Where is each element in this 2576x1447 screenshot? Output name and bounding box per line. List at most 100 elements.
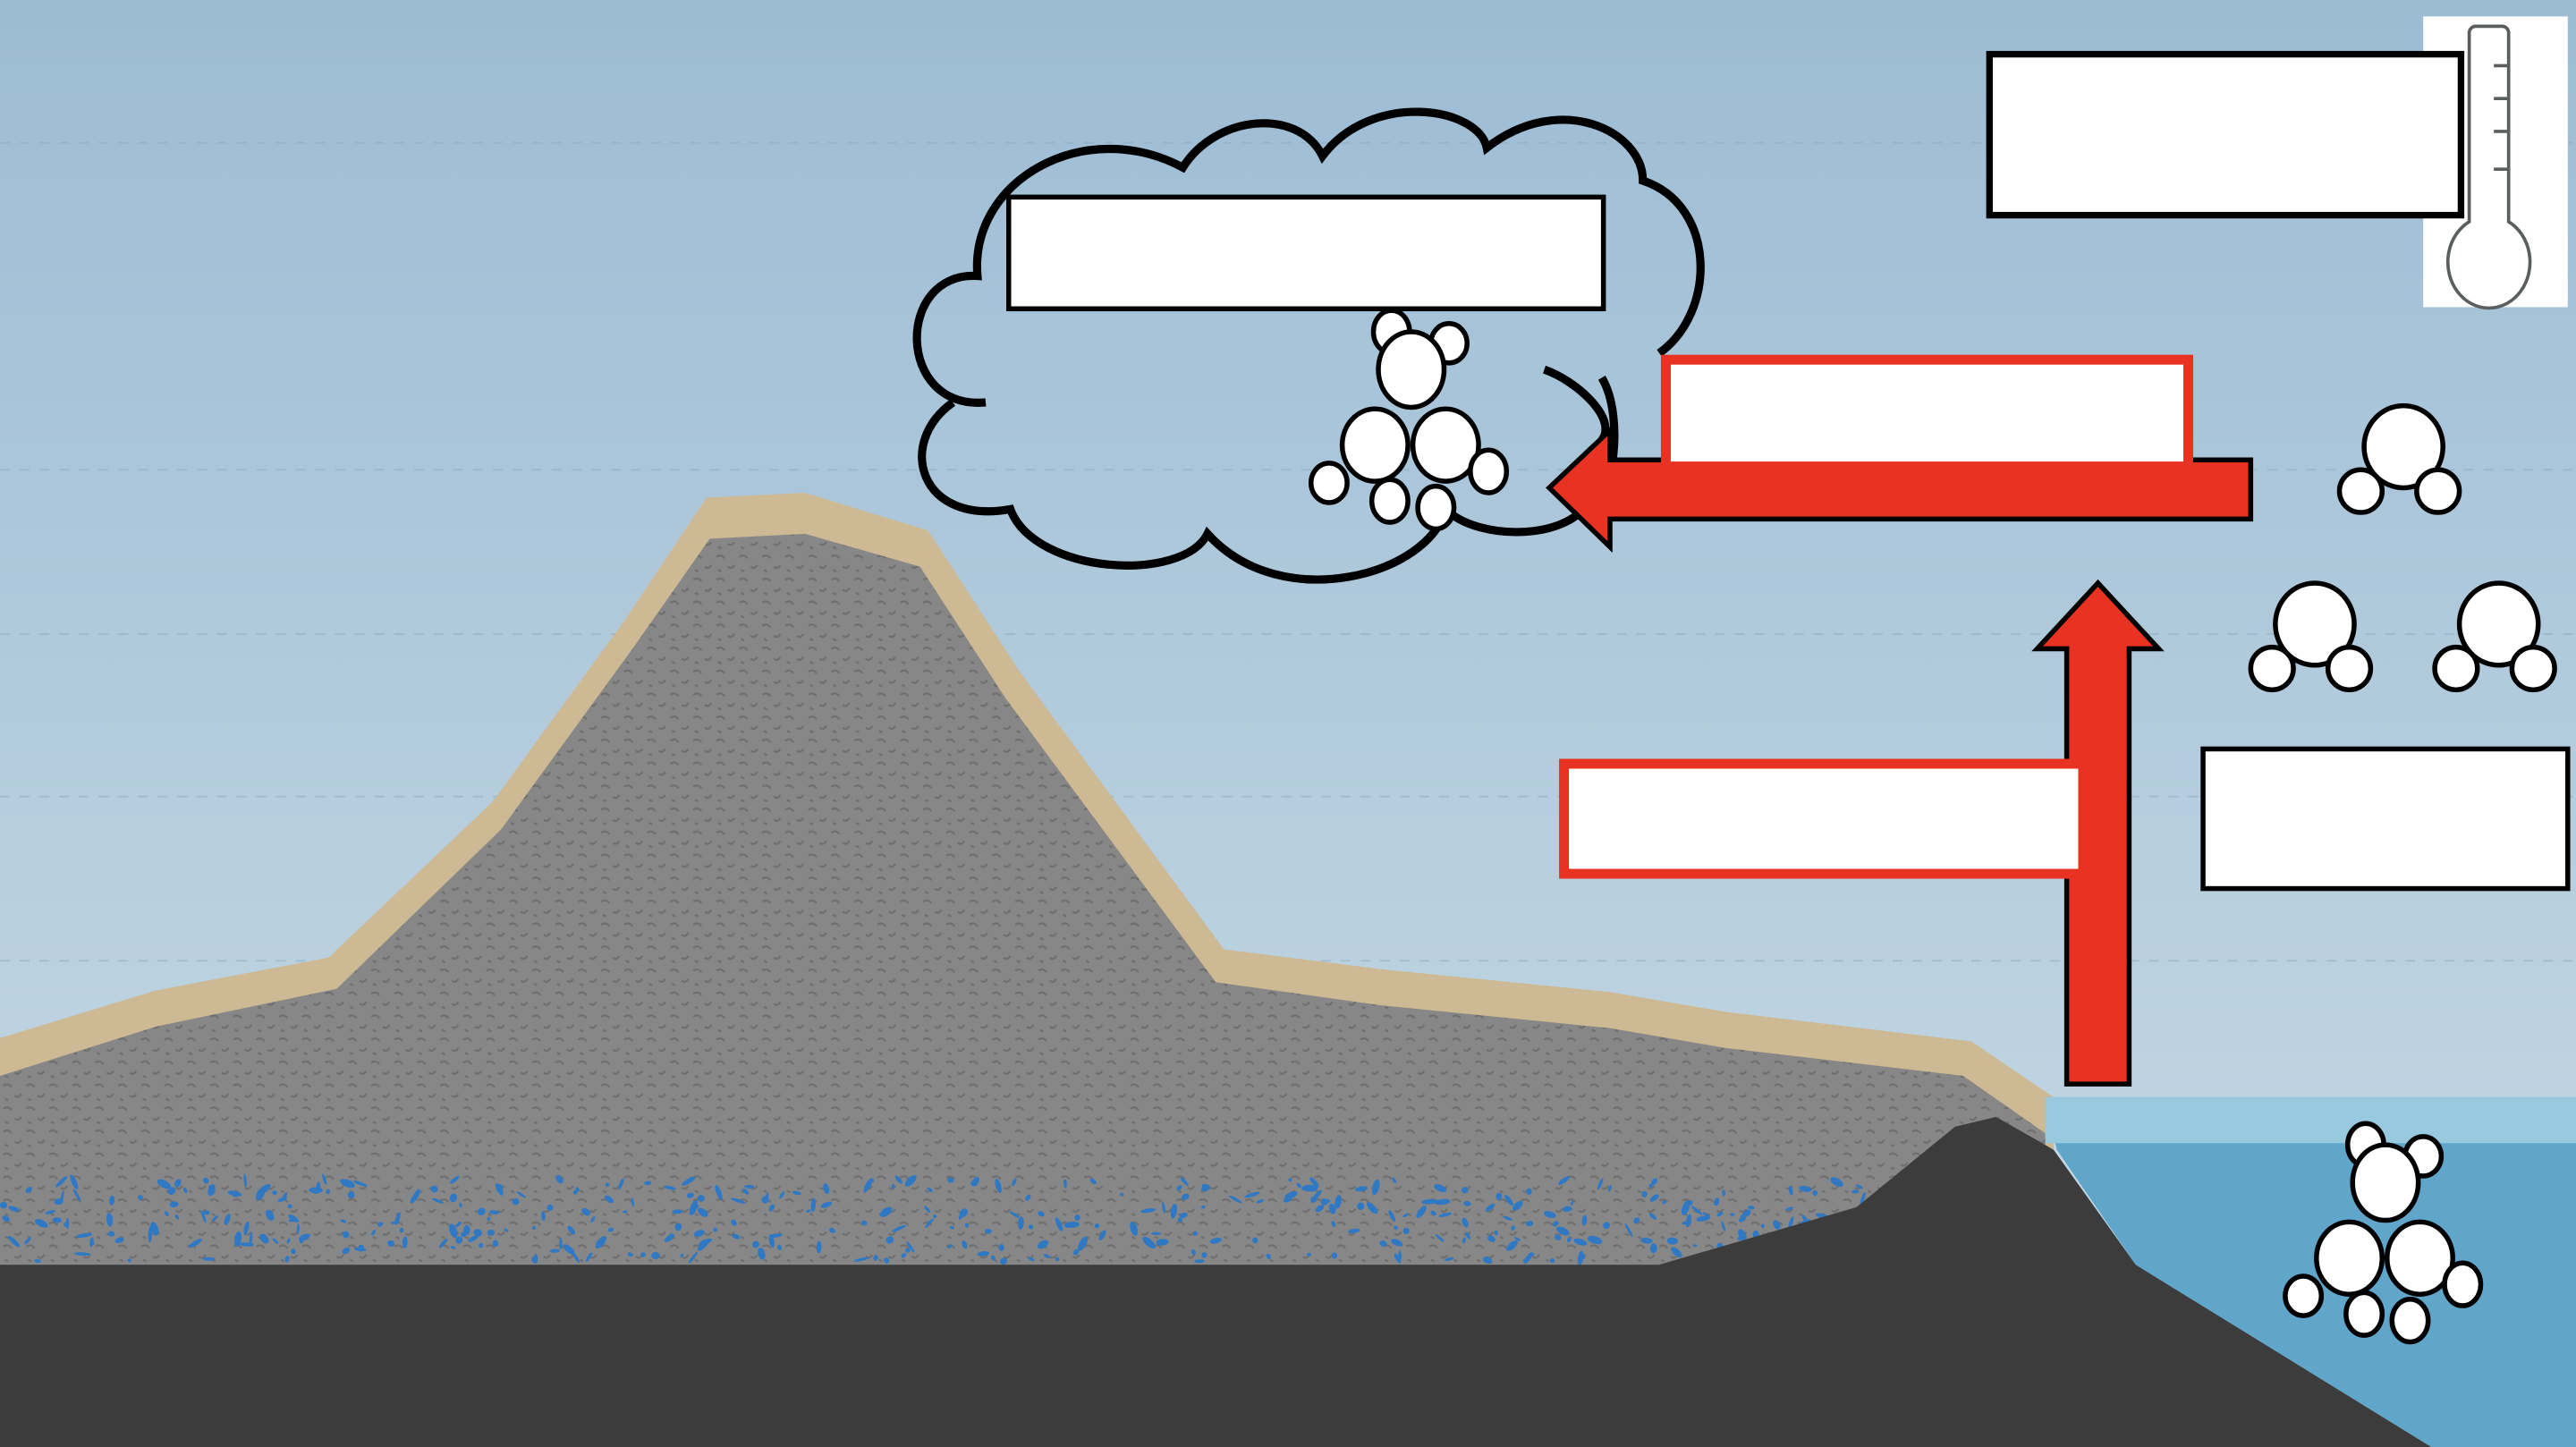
groundwater-speck: [816, 1240, 822, 1254]
groundwater-speck: [1556, 1226, 1570, 1236]
groundwater-speck: [1162, 1201, 1166, 1214]
ocean-surface: [2045, 1096, 2576, 1144]
atom: [1376, 329, 1447, 410]
groundwater-speck: [532, 1225, 536, 1231]
groundwater-speck: [1038, 1211, 1045, 1217]
groundwater-speck: [438, 1238, 448, 1248]
groundwater-speck: [1812, 1189, 1818, 1197]
groundwater-speck: [879, 1206, 893, 1217]
groundwater-speck: [352, 1180, 368, 1187]
groundwater-speck: [1640, 1238, 1653, 1244]
groundwater-speck: [1444, 1257, 1454, 1262]
vapor-label-box[interactable]: [2200, 746, 2571, 892]
groundwater-speck: [1506, 1240, 1518, 1251]
groundwater-speck: [468, 1235, 479, 1242]
groundwater-speck: [73, 1252, 91, 1257]
atom: [1339, 406, 1411, 484]
groundwater-speck: [164, 1211, 169, 1216]
groundwater-speck: [1577, 1250, 1584, 1265]
temperature-label-box[interactable]: [1986, 50, 2465, 219]
groundwater-speck: [265, 1209, 275, 1221]
groundwater-speck: [1388, 1210, 1396, 1223]
groundwater-speck: [1549, 1257, 1555, 1264]
groundwater-speck: [1487, 1235, 1496, 1242]
condensation-label-box[interactable]: [1006, 194, 1606, 312]
groundwater-speck: [998, 1243, 1004, 1251]
groundwater-speck: [1830, 1177, 1843, 1188]
groundwater-speck: [1434, 1198, 1451, 1206]
groundwater-speck: [1416, 1210, 1425, 1216]
groundwater-speck: [1421, 1198, 1438, 1205]
groundwater-speck: [1354, 1186, 1368, 1192]
groundwater-speck: [310, 1189, 318, 1194]
groundwater-speck: [549, 1248, 560, 1253]
groundwater-speck: [627, 1252, 633, 1257]
groundwater-speck: [479, 1242, 484, 1248]
groundwater-speck: [1526, 1188, 1532, 1195]
groundwater-speck: [1191, 1248, 1196, 1256]
groundwater-speck: [473, 1229, 482, 1237]
groundwater-speck: [1461, 1187, 1469, 1194]
groundwater-speck: [904, 1175, 917, 1187]
groundwater-speck: [1179, 1212, 1188, 1219]
groundwater-speck: [1463, 1200, 1471, 1206]
groundwater-speck: [208, 1185, 216, 1195]
atom: [2456, 580, 2541, 668]
groundwater-speck: [581, 1207, 590, 1216]
groundwater-speck: [977, 1251, 990, 1257]
water-cluster-icon: [2283, 1121, 2484, 1345]
groundwater-speck: [1028, 1257, 1035, 1262]
groundwater-speck: [1357, 1202, 1365, 1211]
groundwater-speck: [488, 1210, 499, 1214]
arrow-left-icon: [1546, 424, 2254, 554]
groundwater-speck: [873, 1255, 878, 1261]
groundwater-speck: [148, 1226, 153, 1243]
groundwater-speck: [1078, 1236, 1089, 1251]
groundwater-speck: [1662, 1199, 1666, 1205]
groundwater-speck: [924, 1206, 931, 1214]
groundwater-speck: [1201, 1252, 1208, 1258]
groundwater-speck: [1256, 1198, 1265, 1204]
groundwater-speck: [299, 1239, 304, 1244]
groundwater-speck: [971, 1177, 979, 1187]
groundwater-speck: [947, 1177, 954, 1183]
groundwater-speck: [823, 1183, 830, 1195]
groundwater-speck: [1331, 1252, 1338, 1259]
groundwater-speck: [631, 1197, 635, 1207]
groundwater-speck: [563, 1244, 575, 1255]
groundwater-speck: [651, 1251, 660, 1260]
groundwater-speck: [342, 1247, 351, 1255]
groundwater-speck: [567, 1225, 576, 1235]
groundwater-speck: [1328, 1203, 1336, 1214]
atom: [2336, 467, 2385, 515]
arrow-up-icon: [2031, 579, 2165, 1087]
groundwater-speck: [52, 1217, 62, 1223]
groundwater-speck: [291, 1248, 296, 1255]
atom: [2385, 1219, 2455, 1297]
groundwater-speck: [1799, 1185, 1812, 1192]
groundwater-speck: [541, 1211, 546, 1222]
groundwater-speck: [1018, 1216, 1024, 1230]
groundwater-speck: [1309, 1177, 1319, 1188]
groundwater-speck: [478, 1207, 486, 1216]
groundwater-speck: [810, 1197, 817, 1213]
groundwater-speck: [1714, 1197, 1720, 1206]
groundwater-speck: [1721, 1221, 1726, 1231]
groundwater-speck: [169, 1201, 179, 1208]
groundwater-speck: [731, 1219, 737, 1226]
groundwater-speck: [1063, 1179, 1067, 1189]
groundwater-speck: [664, 1185, 677, 1190]
evaporation-label-box[interactable]: [1559, 758, 2089, 879]
groundwater-speck: [531, 1257, 538, 1264]
transport-label-box[interactable]: [1660, 354, 2194, 472]
groundwater-speck: [1335, 1195, 1342, 1209]
groundwater-speck: [1702, 1212, 1710, 1218]
groundwater-speck: [1597, 1178, 1604, 1190]
groundwater-speck: [768, 1204, 775, 1212]
groundwater-speck: [182, 1187, 188, 1194]
groundwater-speck: [1465, 1231, 1470, 1240]
groundwater-speck: [623, 1210, 628, 1214]
groundwater-speck: [742, 1188, 750, 1195]
groundwater-speck: [644, 1180, 652, 1186]
groundwater-speck: [1581, 1214, 1588, 1226]
